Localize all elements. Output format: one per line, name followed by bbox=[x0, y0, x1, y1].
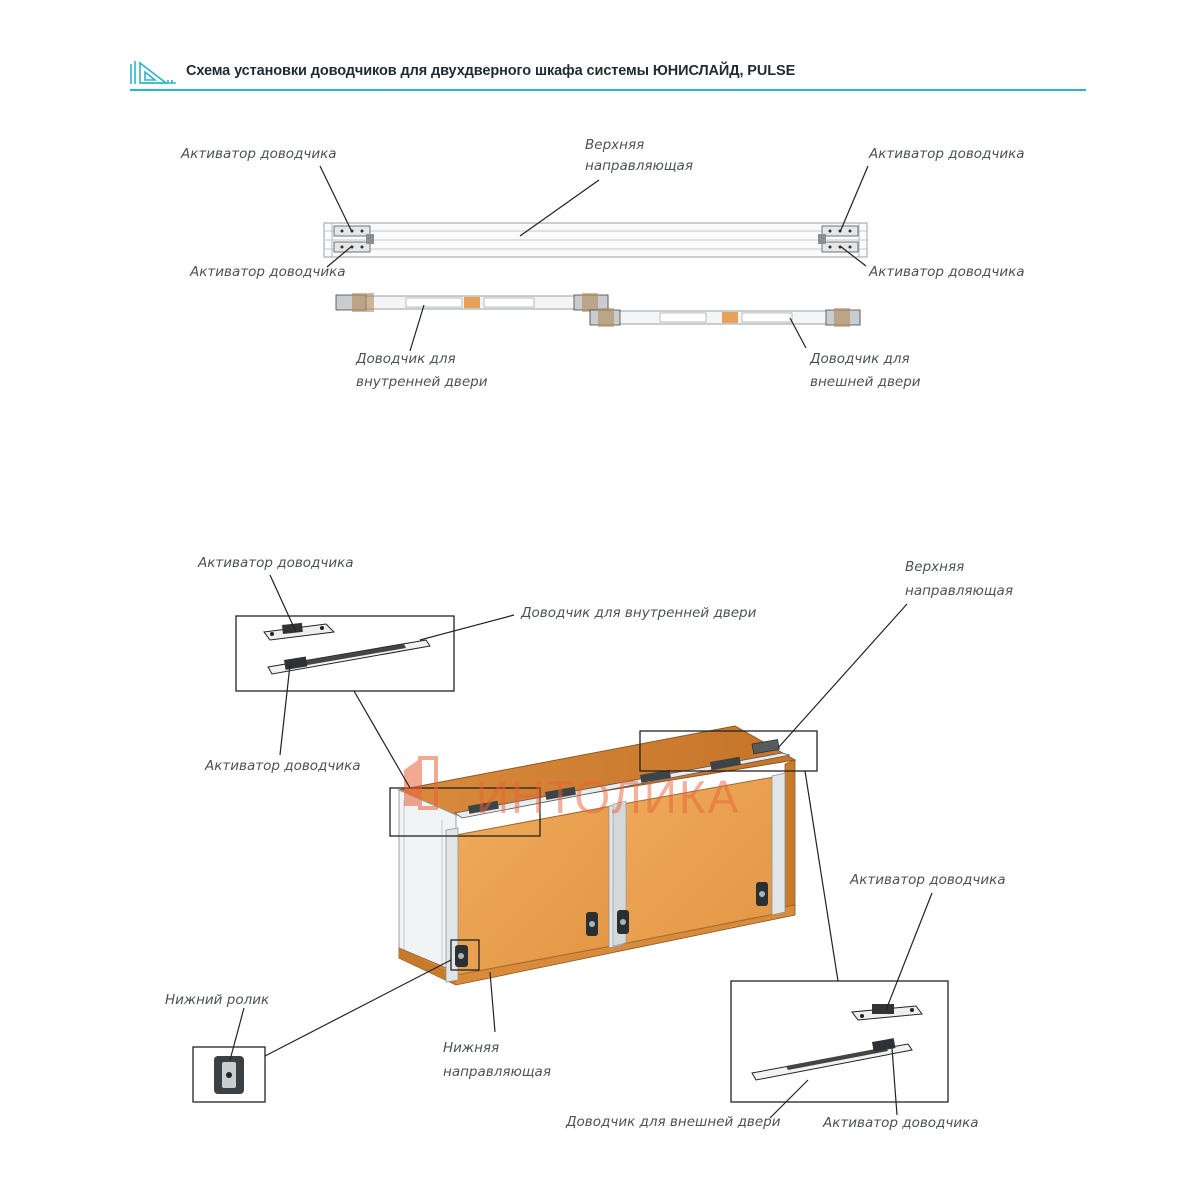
closer-inner-plan bbox=[335, 293, 609, 312]
label-bottom-roller: Нижний ролик bbox=[165, 992, 270, 1008]
label-outer-closer: Доводчик для внешней двери bbox=[566, 1114, 781, 1130]
label-activator-right-bottom: Активатор доводчика bbox=[823, 1115, 979, 1131]
leader-lines-bottom bbox=[229, 574, 933, 1119]
closer-outer-plan bbox=[589, 308, 861, 327]
detail-inner-closer bbox=[235, 615, 455, 692]
watermark-logo bbox=[404, 756, 438, 810]
label-upper-rail-line2: направляющая bbox=[585, 158, 693, 174]
callout-frames bbox=[389, 730, 818, 971]
watermark-text: ИНТОЛИКА bbox=[476, 771, 741, 823]
label-activator-right-top: Активатор доводчика bbox=[850, 872, 1006, 888]
cabinet bbox=[397, 725, 797, 986]
label-activator-top-right: Активатор доводчика bbox=[869, 146, 1025, 162]
detail-outer-closer bbox=[730, 980, 949, 1103]
label-activator-detail-bottom: Активатор доводчика bbox=[205, 758, 361, 774]
label-activator-bottom-left: Активатор доводчика bbox=[190, 264, 346, 280]
label-activator-top-left: Активатор доводчика bbox=[181, 146, 337, 162]
page-title: Схема установки доводчиков для двухдверн… bbox=[186, 63, 796, 79]
header-divider bbox=[130, 89, 1086, 91]
label-outer-closer-line1: Доводчик для bbox=[810, 351, 910, 367]
label-bottom-rail-line2: направляющая bbox=[443, 1064, 551, 1080]
label-upper-rail-3d-line2: направляющая bbox=[905, 583, 1013, 599]
label-inner-closer-line1: Доводчик для bbox=[356, 351, 456, 367]
label-bottom-rail-line1: Нижняя bbox=[443, 1040, 500, 1056]
label-activator-detail-top: Активатор доводчика bbox=[198, 555, 354, 571]
leader-lines-top bbox=[319, 165, 869, 352]
label-inner-closer-line2: внутренней двери bbox=[356, 374, 488, 390]
ruler-triangle-icon bbox=[130, 61, 176, 84]
label-activator-bottom-right: Активатор доводчика bbox=[869, 264, 1025, 280]
detail-bottom-roller bbox=[192, 1046, 266, 1103]
label-inner-closer: Доводчик для внутренней двери bbox=[521, 605, 757, 621]
label-upper-rail-3d-line1: Верхняя bbox=[905, 559, 965, 575]
label-upper-rail-line1: Верхняя bbox=[585, 137, 645, 153]
label-outer-closer-line2: внешней двери bbox=[810, 374, 921, 390]
upper-rail-plan bbox=[323, 222, 868, 258]
